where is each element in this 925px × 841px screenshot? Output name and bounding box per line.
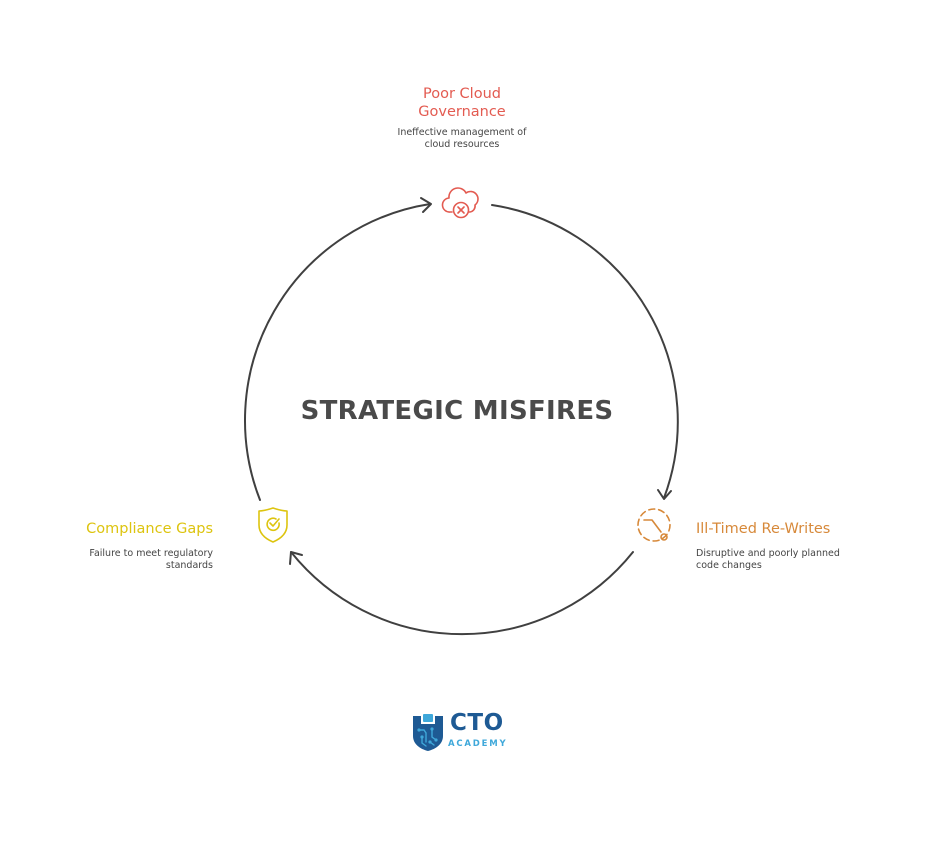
node-desc-line: Disruptive and poorly planned bbox=[696, 548, 840, 559]
node-desc-line: standards bbox=[165, 560, 213, 571]
cycle-arc-left bbox=[244, 203, 431, 501]
arrowhead-top bbox=[420, 197, 432, 213]
node-desc-poor-cloud-governance: Ineffective management of cloud resource… bbox=[362, 127, 562, 151]
logo-subtitle: ACADEMY bbox=[448, 739, 508, 749]
node-desc-line: Failure to meet regulatory bbox=[89, 548, 213, 559]
node-desc-ill-timed-rewrites: Disruptive and poorly planned code chang… bbox=[696, 548, 856, 572]
logo-shield-icon bbox=[413, 714, 443, 751]
node-title-line: Governance bbox=[418, 104, 506, 120]
node-title-line: Poor Cloud bbox=[423, 86, 501, 102]
node-desc-compliance-gaps: Failure to meet regulatory standards bbox=[53, 548, 213, 572]
shield-check-icon bbox=[258, 507, 288, 543]
cycle-arc-bottom bbox=[290, 551, 634, 636]
arrowhead-right bbox=[657, 489, 672, 500]
node-desc-line: cloud resources bbox=[424, 139, 500, 150]
node-desc-line: code changes bbox=[696, 560, 762, 571]
cycle-arc-top-right bbox=[491, 204, 679, 499]
arrowhead-bottom-left bbox=[289, 551, 303, 565]
dashed-timer-icon bbox=[637, 508, 671, 542]
node-title-poor-cloud-governance: Poor Cloud Governance bbox=[362, 85, 562, 121]
node-desc-line: Ineffective management of bbox=[397, 127, 527, 138]
cloud-x-icon bbox=[441, 187, 479, 219]
logo-name: CTO bbox=[450, 710, 504, 736]
cto-academy-logo: CTO ACADEMY bbox=[410, 710, 520, 754]
node-title-compliance-gaps: Compliance Gaps bbox=[86, 521, 213, 537]
node-title-ill-timed-rewrites: Ill-Timed Re-Writes bbox=[696, 521, 831, 537]
diagram-center-title: STRATEGIC MISFIRES bbox=[300, 396, 614, 426]
